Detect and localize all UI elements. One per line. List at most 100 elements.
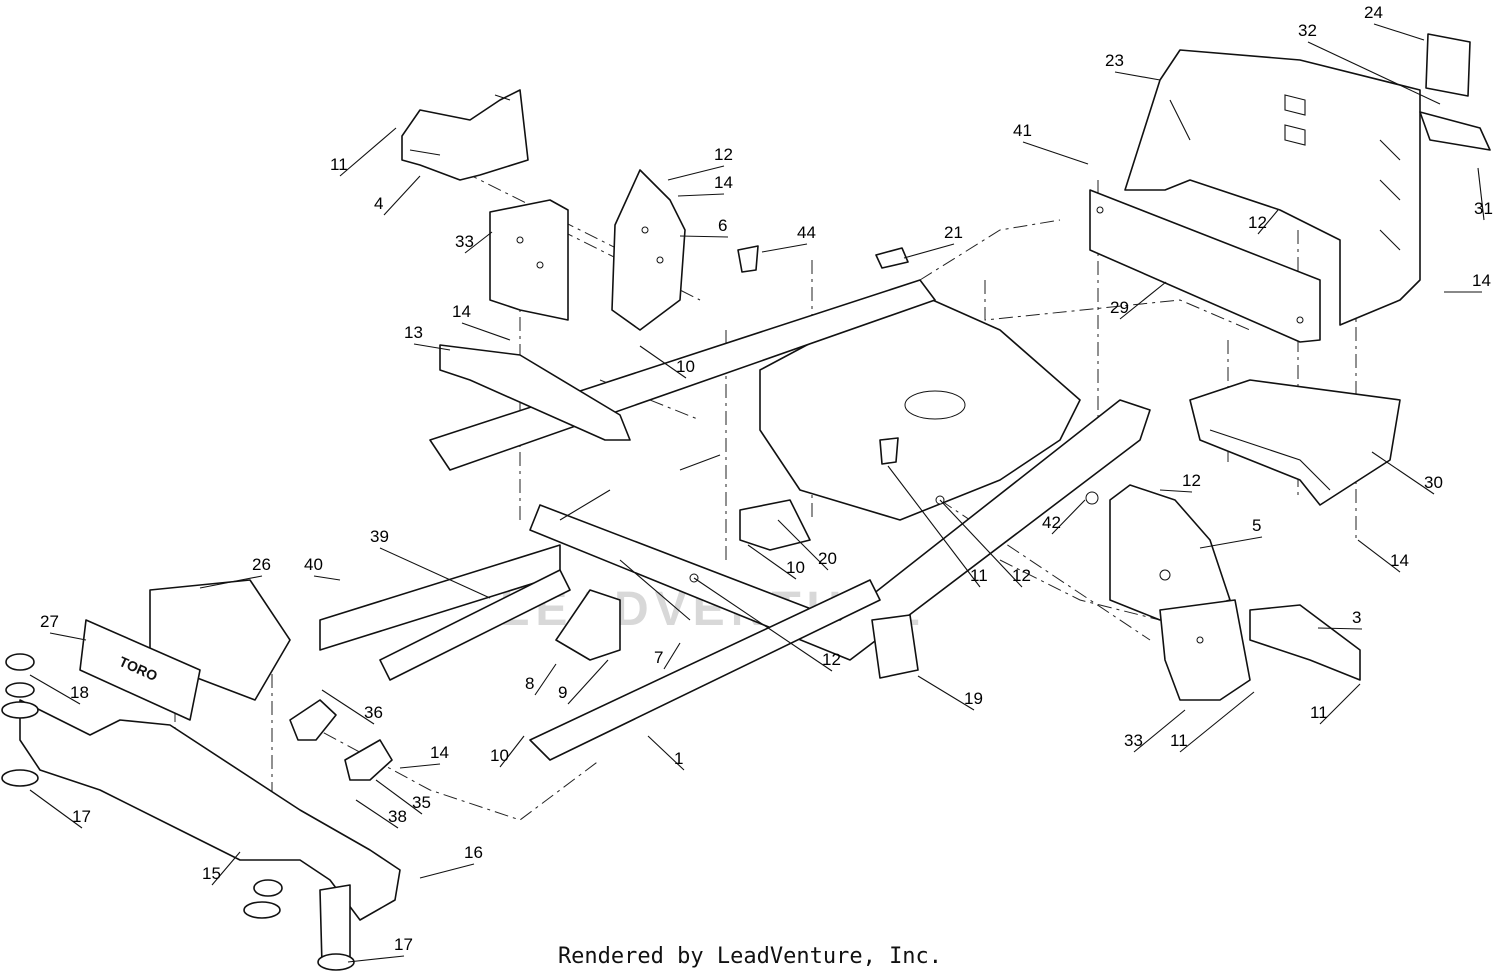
callout-c30: 30 <box>1424 473 1443 492</box>
callout-c39: 39 <box>370 527 389 546</box>
callout-c1: 1 <box>674 749 683 768</box>
footer-credit: Rendered by LeadVenture, Inc. <box>557 944 943 969</box>
bracket-13 <box>439 344 631 441</box>
callout-c38: 38 <box>388 807 407 826</box>
callout-c19: 19 <box>964 689 983 708</box>
leader-line-c12e <box>693 577 833 672</box>
callout-c32: 32 <box>1298 21 1317 40</box>
callout-c26: 26 <box>252 555 271 574</box>
leader-line-c24 <box>1373 23 1425 41</box>
leader-line-c33a <box>464 231 493 254</box>
leader-line-c14c <box>677 193 725 197</box>
callout-c11c: 11 <box>970 566 988 585</box>
leader-line-c6 <box>679 235 729 238</box>
callout-c36: 36 <box>364 703 383 722</box>
leader-line-c11b <box>1179 691 1255 753</box>
bracket-36 <box>289 699 337 741</box>
callout-c33b: 33 <box>1124 731 1143 750</box>
leader-line-c27 <box>49 632 87 641</box>
knob-upper-44 <box>879 437 899 465</box>
bar-39 <box>379 569 571 681</box>
rear-seat-support <box>1124 33 1491 326</box>
leader-line-c14d <box>461 322 511 341</box>
leader-line-c40 <box>313 575 341 581</box>
leader-line-c18 <box>29 674 81 705</box>
callout-c13: 13 <box>404 323 423 342</box>
callout-c8: 8 <box>525 674 534 693</box>
leader-line-c17b <box>347 955 405 963</box>
leader-line-c19 <box>917 675 975 711</box>
leader-line-c8 <box>534 663 557 696</box>
callout-c12c: 12 <box>1012 566 1031 585</box>
bracket-5 <box>1109 484 1231 621</box>
leader-line-c36 <box>321 689 375 725</box>
callout-c10a: 10 <box>676 357 695 376</box>
callout-c3: 3 <box>1352 608 1361 627</box>
leader-line-c21 <box>903 243 955 259</box>
callout-c7: 7 <box>654 648 663 667</box>
bracket-3 <box>1249 604 1361 681</box>
leader-line-c5 <box>1199 536 1263 549</box>
bracket-33-upper <box>489 199 569 321</box>
callout-c40: 40 <box>304 555 323 574</box>
bracket-8 <box>555 589 621 661</box>
decal-24 <box>1425 33 1471 97</box>
callout-c10c: 10 <box>490 746 509 765</box>
callout-c29: 29 <box>1110 298 1129 317</box>
callout-c12b: 12 <box>1182 471 1201 490</box>
callout-c4: 4 <box>374 194 383 213</box>
callout-c16: 16 <box>464 843 483 862</box>
leader-line-c10c <box>499 735 525 768</box>
callout-c6: 6 <box>718 216 727 235</box>
leader-line-c12d <box>667 165 725 181</box>
leader-lines <box>29 23 1485 963</box>
leader-line-c44 <box>761 243 808 253</box>
knob-44 <box>737 245 759 273</box>
leader-line-c12c <box>939 499 1023 588</box>
bracket-19 <box>871 614 919 679</box>
leader-line-c26 <box>199 575 263 589</box>
small-plate-21 <box>875 247 909 269</box>
leader-line-c11a <box>1319 683 1361 725</box>
front-rail-1 <box>529 579 881 761</box>
callout-c31: 31 <box>1474 199 1493 218</box>
leader-line-c13 <box>413 343 451 351</box>
leader-line-c15 <box>211 851 241 886</box>
callout-c35: 35 <box>412 793 431 812</box>
leader-line-c35 <box>375 779 423 815</box>
leader-line-c12a <box>1257 209 1279 235</box>
plate-6 <box>611 169 686 331</box>
callout-c20: 20 <box>818 549 837 568</box>
bracket-20 <box>739 499 811 551</box>
leader-line-c1 <box>647 735 685 771</box>
leader-line-c9 <box>567 659 609 705</box>
leader-line-c42 <box>1051 499 1086 535</box>
callout-c14a: 14 <box>1472 271 1491 290</box>
leader-line-c14b <box>1357 539 1401 573</box>
cross-plate <box>1089 189 1321 343</box>
callout-c18: 18 <box>70 683 89 702</box>
leader-line-c39 <box>379 547 491 599</box>
rear-tray <box>1189 379 1401 506</box>
leader-line-c33b <box>1133 709 1186 753</box>
callout-c41: 41 <box>1013 121 1032 140</box>
callout-c12a: 12 <box>1248 213 1267 232</box>
callout-c14e: 14 <box>430 743 449 762</box>
callout-c27: 27 <box>40 612 59 631</box>
leader-line-c11d <box>339 127 397 177</box>
leader-line-c4 <box>383 175 421 216</box>
callout-c5: 5 <box>1252 516 1261 535</box>
leader-line-c17a <box>29 789 83 829</box>
callout-c14d: 14 <box>452 302 471 321</box>
leader-line-c16 <box>419 863 475 879</box>
callout-c10b: 10 <box>786 558 805 577</box>
leader-line-c10a <box>639 345 687 379</box>
bushing-42 <box>1085 491 1099 505</box>
callout-c11b: 11 <box>1170 731 1188 750</box>
bracket-4 <box>401 89 529 181</box>
leader-line-c29 <box>1119 281 1167 320</box>
callout-c17b: 17 <box>394 935 413 954</box>
callout-c14c: 14 <box>714 173 733 192</box>
